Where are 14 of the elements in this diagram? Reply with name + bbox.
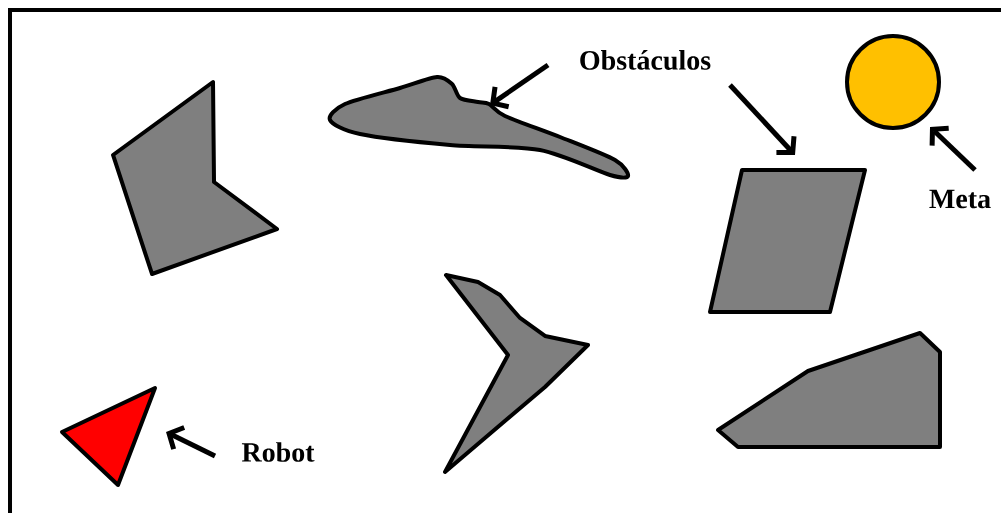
robot-triangle [60, 386, 157, 487]
arrow [166, 425, 217, 459]
obstacle-shape [327, 74, 631, 180]
obstacle-shape [443, 273, 590, 474]
goal-circle [845, 34, 941, 130]
obstacle-shape [111, 80, 279, 276]
arrow [490, 62, 550, 110]
arrow [728, 83, 797, 156]
obstacle-shape [716, 331, 942, 449]
arrow [929, 125, 977, 172]
obstacle-shape [708, 168, 867, 314]
label-text: Obstáculos [580, 50, 711, 70]
label-text: Robot [241, 442, 315, 462]
label-text: Meta [929, 189, 991, 209]
